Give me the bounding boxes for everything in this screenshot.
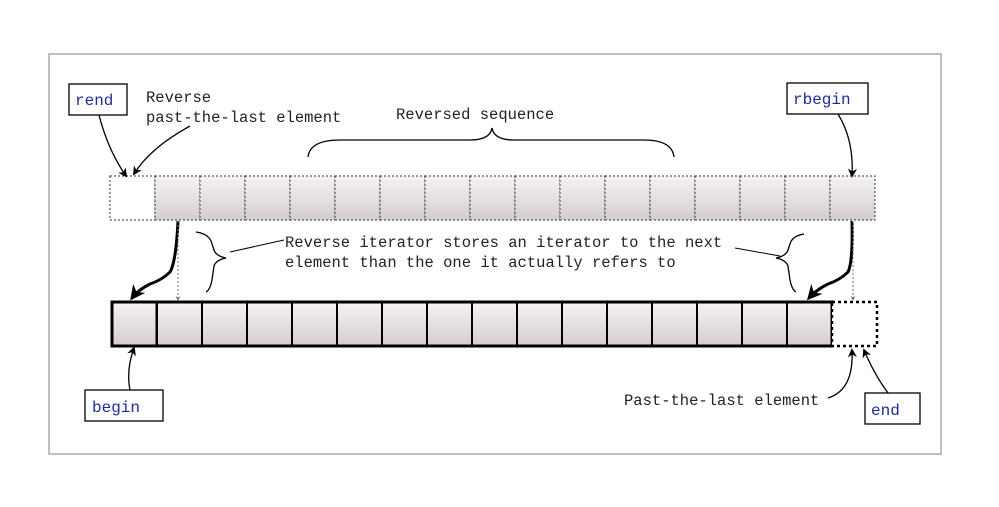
- reverse-sequence-cell: [289, 175, 336, 221]
- end-arrow: [862, 348, 889, 394]
- forward-sequence-cell: [786, 301, 833, 347]
- forward-sequence-cell: [471, 301, 518, 347]
- forward-sequence-row: [110, 300, 879, 348]
- reverse-sequence-cell: [424, 175, 471, 221]
- begin-arrow: [127, 346, 136, 391]
- forward-sequence-cell: [516, 301, 563, 347]
- past-the-last-arrow: [827, 348, 857, 399]
- reverse-sequence-cell: [514, 175, 561, 221]
- begin-label-box: [84, 389, 164, 422]
- reverse-sequence-cell: [739, 175, 786, 221]
- reverse-sequence-cell: [469, 175, 516, 221]
- reverse-past-last-arrow: [133, 125, 191, 176]
- left-note-brace: [195, 231, 227, 293]
- reverse-sequence-cell: [154, 175, 201, 221]
- end-label-text: end: [871, 402, 900, 420]
- forward-sequence-cell: [651, 301, 698, 347]
- reverse-past-last-line2: past-the-last element: [146, 109, 341, 127]
- forward-sequence-cell: [156, 301, 203, 347]
- reverse-sequence-cell: [784, 175, 831, 221]
- reverse-sequence-row: [109, 175, 876, 221]
- forward-sequence-cell: [696, 301, 743, 347]
- reverse-sequence-cell: [379, 175, 426, 221]
- end-cell: [830, 300, 879, 348]
- reverse-sequence-cell: [694, 175, 741, 221]
- reversed-sequence-title: Reversed sequence: [396, 106, 554, 124]
- forward-sequence-cell: [741, 301, 788, 347]
- forward-sequence-cell: [246, 301, 293, 347]
- rend-arrow: [98, 114, 128, 178]
- reverse-sequence-cell: [604, 175, 651, 221]
- rbegin-arrow: [837, 113, 857, 178]
- end-label-box: [864, 392, 921, 425]
- rbegin-label-box: [786, 82, 869, 115]
- end-label: end: [864, 392, 921, 425]
- note-pointer-left: [229, 239, 285, 253]
- reverse-sequence-cell: [199, 175, 246, 221]
- rend-label: rend: [68, 83, 128, 116]
- begin-label: begin: [84, 389, 164, 422]
- note-line2: element than the one it actually refers …: [285, 254, 676, 272]
- reversed-sequence-brace: [307, 127, 675, 158]
- reverse-sequence-cell: [334, 175, 381, 221]
- rend-cell: [109, 175, 156, 221]
- forward-sequence-cell: [426, 301, 473, 347]
- reverse-sequence-cell: [559, 175, 606, 221]
- forward-sequence-cell: [201, 301, 248, 347]
- rbegin-label: rbegin: [786, 82, 869, 115]
- reverse-sequence-cell: [244, 175, 291, 221]
- reverse-sequence-cells: [154, 175, 876, 221]
- forward-sequence-cell: [291, 301, 338, 347]
- right-note-brace: [775, 233, 805, 293]
- forward-sequence-cell: [606, 301, 653, 347]
- past-the-last-label: Past-the-last element: [624, 392, 819, 410]
- begin-label-text: begin: [92, 399, 140, 417]
- reverse-sequence-cell: [829, 175, 876, 221]
- rend-label-box: [68, 83, 128, 116]
- note-line1: Reverse iterator stores an iterator to t…: [285, 234, 722, 252]
- reverse-sequence-cell: [649, 175, 696, 221]
- rend-label-text: rend: [75, 92, 113, 110]
- rbegin-label-text: rbegin: [793, 91, 851, 109]
- rend-to-begin-arrow: [130, 220, 180, 301]
- forward-sequence-cell: [561, 301, 608, 347]
- rbegin-to-last-arrow: [807, 220, 854, 301]
- diagram-frame: [48, 53, 942, 455]
- note-pointer-right: [734, 247, 781, 257]
- forward-sequence-cell: [336, 301, 383, 347]
- reverse-past-last-line1: Reverse: [146, 89, 211, 107]
- forward-sequence-cell: [381, 301, 428, 347]
- forward-sequence-cells: [110, 300, 834, 348]
- forward-sequence-cell: [110, 300, 159, 348]
